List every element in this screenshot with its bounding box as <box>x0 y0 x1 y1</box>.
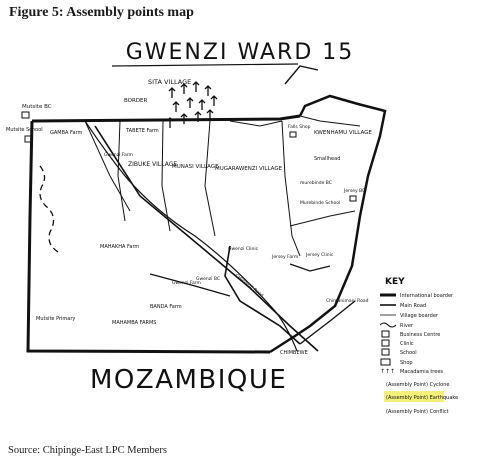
legend-item-6: School <box>400 350 417 356</box>
label-gwenzi-farm: Gwenzi Farm <box>104 152 133 158</box>
legend-item-8: Macadamia trees <box>400 369 443 375</box>
road-chimanimani <box>299 300 356 345</box>
ward-heading: GWENZI WARD 15 <box>126 40 355 65</box>
river-gamba <box>39 165 59 253</box>
legend-item-4: Business Centre <box>400 332 440 338</box>
assembly-points-map: GWENZI WARD 15 SITA VILLAGE BORDER Mutsi… <box>6 40 458 415</box>
mutsite-school-icon <box>24 135 33 143</box>
legend-title: KEY <box>385 277 405 287</box>
road-gwenzi <box>149 273 231 297</box>
label-zibuke-village: ZIBUKE VILLAGE <box>128 161 177 168</box>
legend-item-11: (Assembly Point) Conflict <box>386 409 449 415</box>
label-mutsite-primary: Mutsite Primary <box>36 316 75 322</box>
figure-source: Source: Chipinge-East LPC Members <box>8 445 167 456</box>
label-jersey-bc: Jersey BC <box>343 188 365 194</box>
ward-boundary-east <box>269 94 387 354</box>
international-border-north <box>31 114 301 123</box>
label-falls-shop: Falls Shop <box>288 124 311 130</box>
main-road-2 <box>224 245 301 345</box>
label-mutsite-school: Mutsite School <box>6 127 43 133</box>
boundary-northeast <box>284 65 319 85</box>
heading-underline <box>111 63 299 67</box>
legend-item-10: (Assembly Point) Earthquake <box>386 395 458 401</box>
legend-item-0: International boarder <box>400 293 454 299</box>
label-sita-village: SITA VILLAGE <box>148 78 191 86</box>
legend-symbol-macadamia: ↑↑↑ <box>380 368 395 375</box>
international-border-west-south <box>26 120 271 354</box>
label-chimbewe: CHIMBEWE <box>280 350 308 356</box>
label-jersey-farm: Jersey Farm <box>271 254 298 260</box>
falls-shop-icon <box>289 131 297 138</box>
label-murebinde-bc: murebinde BC <box>300 180 332 186</box>
label-munasi-village: MUNASI VILLAGE <box>172 164 219 170</box>
legend-symbol-clinic <box>381 339 390 347</box>
label-mahamba-farms: MAHAMBA FARMS <box>112 320 156 326</box>
mutsite-bc-icon <box>21 111 30 119</box>
label-smallhead: Smallhead <box>314 156 340 162</box>
main-road-1 <box>94 125 319 352</box>
label-tabete-farm: TABETE Farm <box>125 128 159 134</box>
legend-item-7: Shop <box>400 360 413 366</box>
legend-symbol-shop <box>380 358 391 366</box>
label-gwenzi-farm-2: Gwenzi Farm <box>172 280 201 286</box>
road-jersey <box>289 263 331 272</box>
legend-item-2: Village boarder <box>400 313 439 319</box>
legend-symbol-school <box>381 348 390 356</box>
label-kwenhamu-village: KWENHAMU VILLAGE <box>314 130 372 136</box>
label-mutsite-bc: Mutsite BC <box>22 104 52 110</box>
label-chipinge-road: CHIPINGE Road <box>234 273 265 299</box>
label-gamba-farm: GAMBA Farm <box>50 130 82 136</box>
label-mahakha-farm: MAHAKHA Farm <box>100 244 139 250</box>
macadamia-trees <box>166 81 218 128</box>
legend-item-3: River <box>400 323 414 329</box>
legend-symbol-river <box>379 322 397 328</box>
legend-item-9: (Assembly Point) Cyclone <box>386 382 450 388</box>
legend-symbol-earthquake-highlight <box>384 391 444 402</box>
legend-symbol-business <box>381 330 390 338</box>
legend-item-1: Main Road <box>400 303 426 309</box>
label-border: BORDER <box>124 98 148 104</box>
figure-title: Figure 5: Assembly points map <box>9 5 194 20</box>
label-gwenzi-clinic: Gwenzi Clinic <box>228 246 259 252</box>
label-banda-farm: BANDA Farm <box>150 304 182 310</box>
label-chimanimani-road: Chimanimani Road <box>326 298 369 304</box>
legend-item-5: Clinic <box>400 341 414 347</box>
label-murebinde-school: Murebinde School <box>300 200 340 206</box>
village-borders <box>84 115 361 257</box>
label-mozambique: MOZAMBIQUE <box>90 365 287 395</box>
legend: KEY International boarder Main Road Vill… <box>379 277 458 415</box>
label-mugarawenzi-village: MUGARAWENZI VILLAGE <box>215 166 283 172</box>
label-gwenzi-bc: Gwenzi BC <box>196 276 220 282</box>
jersey-bc-icon <box>349 195 357 202</box>
label-jersey-clinic: Jersey Clinic <box>305 252 334 258</box>
